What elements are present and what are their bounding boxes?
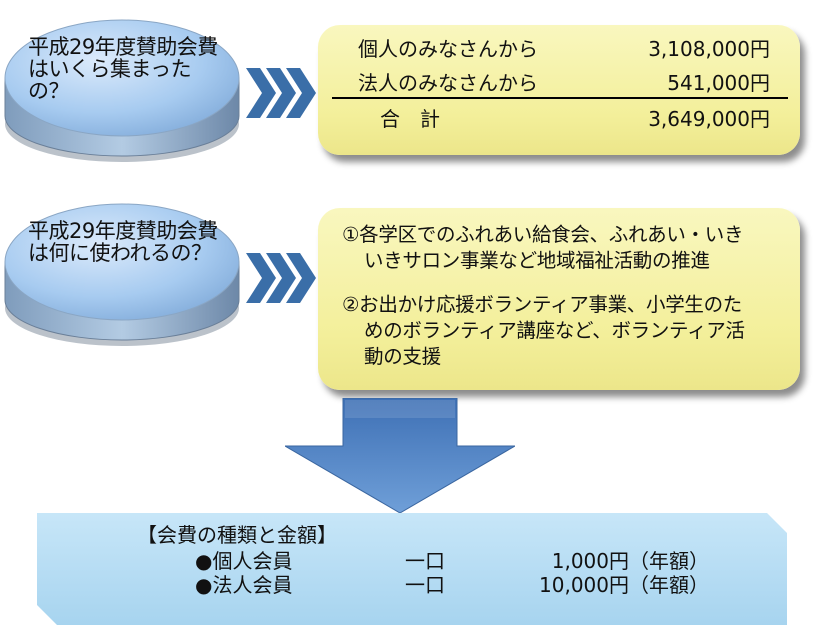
total-label: 合 計: [380, 107, 440, 131]
down-arrow-icon: [285, 398, 515, 513]
fee-name-corporate: ●法人会員: [195, 573, 293, 597]
corporate-amount: 541,000円: [667, 71, 770, 95]
question-text-2: 平成29年度賛助会費は何に使われるの？: [28, 219, 218, 265]
donation-totals-panel: 個人のみなさんから 3,108,000円 法人のみなさんから 541,000円 …: [318, 25, 800, 155]
total-divider: [332, 97, 788, 99]
fee-unit-corporate: 一口: [405, 573, 445, 597]
fund-uses-panel: ①各学区でのふれあい給食会、ふれあい・いき いきサロン事業など地域福祉活動の推進…: [318, 208, 800, 390]
question-text-1: 平成29年度賛助会費はいくら集まったの？: [28, 35, 218, 103]
use-item-2-line-2: めのボランティア講座など、ボランティア活: [364, 319, 745, 342]
individual-amount: 3,108,000円: [648, 37, 770, 61]
fee-amount-corporate: 10,000円（年額）: [539, 573, 709, 597]
fee-box-shape: [37, 513, 787, 625]
fee-name-individual: ●個人会員: [195, 549, 293, 573]
individual-label: 個人のみなさんから: [358, 37, 538, 61]
fee-amount-individual: 1,000円（年額）: [551, 549, 709, 573]
corporate-label: 法人のみなさんから: [358, 71, 538, 95]
chevron-arrow-2-icon: [246, 253, 316, 303]
use-item-2-line-3: 動の支援: [364, 345, 441, 368]
cylinder-shape: [4, 203, 240, 346]
chevron-arrow-1-icon: [246, 68, 316, 118]
fee-title: 【会費の種類と金額】: [137, 523, 337, 547]
use-item-1-line-1: ①各学区でのふれあい給食会、ふれあい・いき: [342, 223, 744, 246]
fee-info-box: 【会費の種類と金額】 ●個人会員 一口 1,000円（年額） ●法人会員 一口 …: [37, 513, 787, 625]
fee-unit-individual: 一口: [405, 549, 445, 573]
question-cylinder-1: 平成29年度賛助会費はいくら集まったの？: [2, 16, 242, 166]
use-item-2-line-1: ②お出かけ応援ボランティア事業、小学生のた: [342, 293, 743, 316]
use-item-1-line-2: いきサロン事業など地域福祉活動の推進: [364, 249, 710, 272]
question-cylinder-2: 平成29年度賛助会費は何に使われるの？: [2, 200, 242, 350]
cylinder-shape: [4, 19, 240, 162]
total-amount: 3,649,000円: [648, 107, 770, 131]
